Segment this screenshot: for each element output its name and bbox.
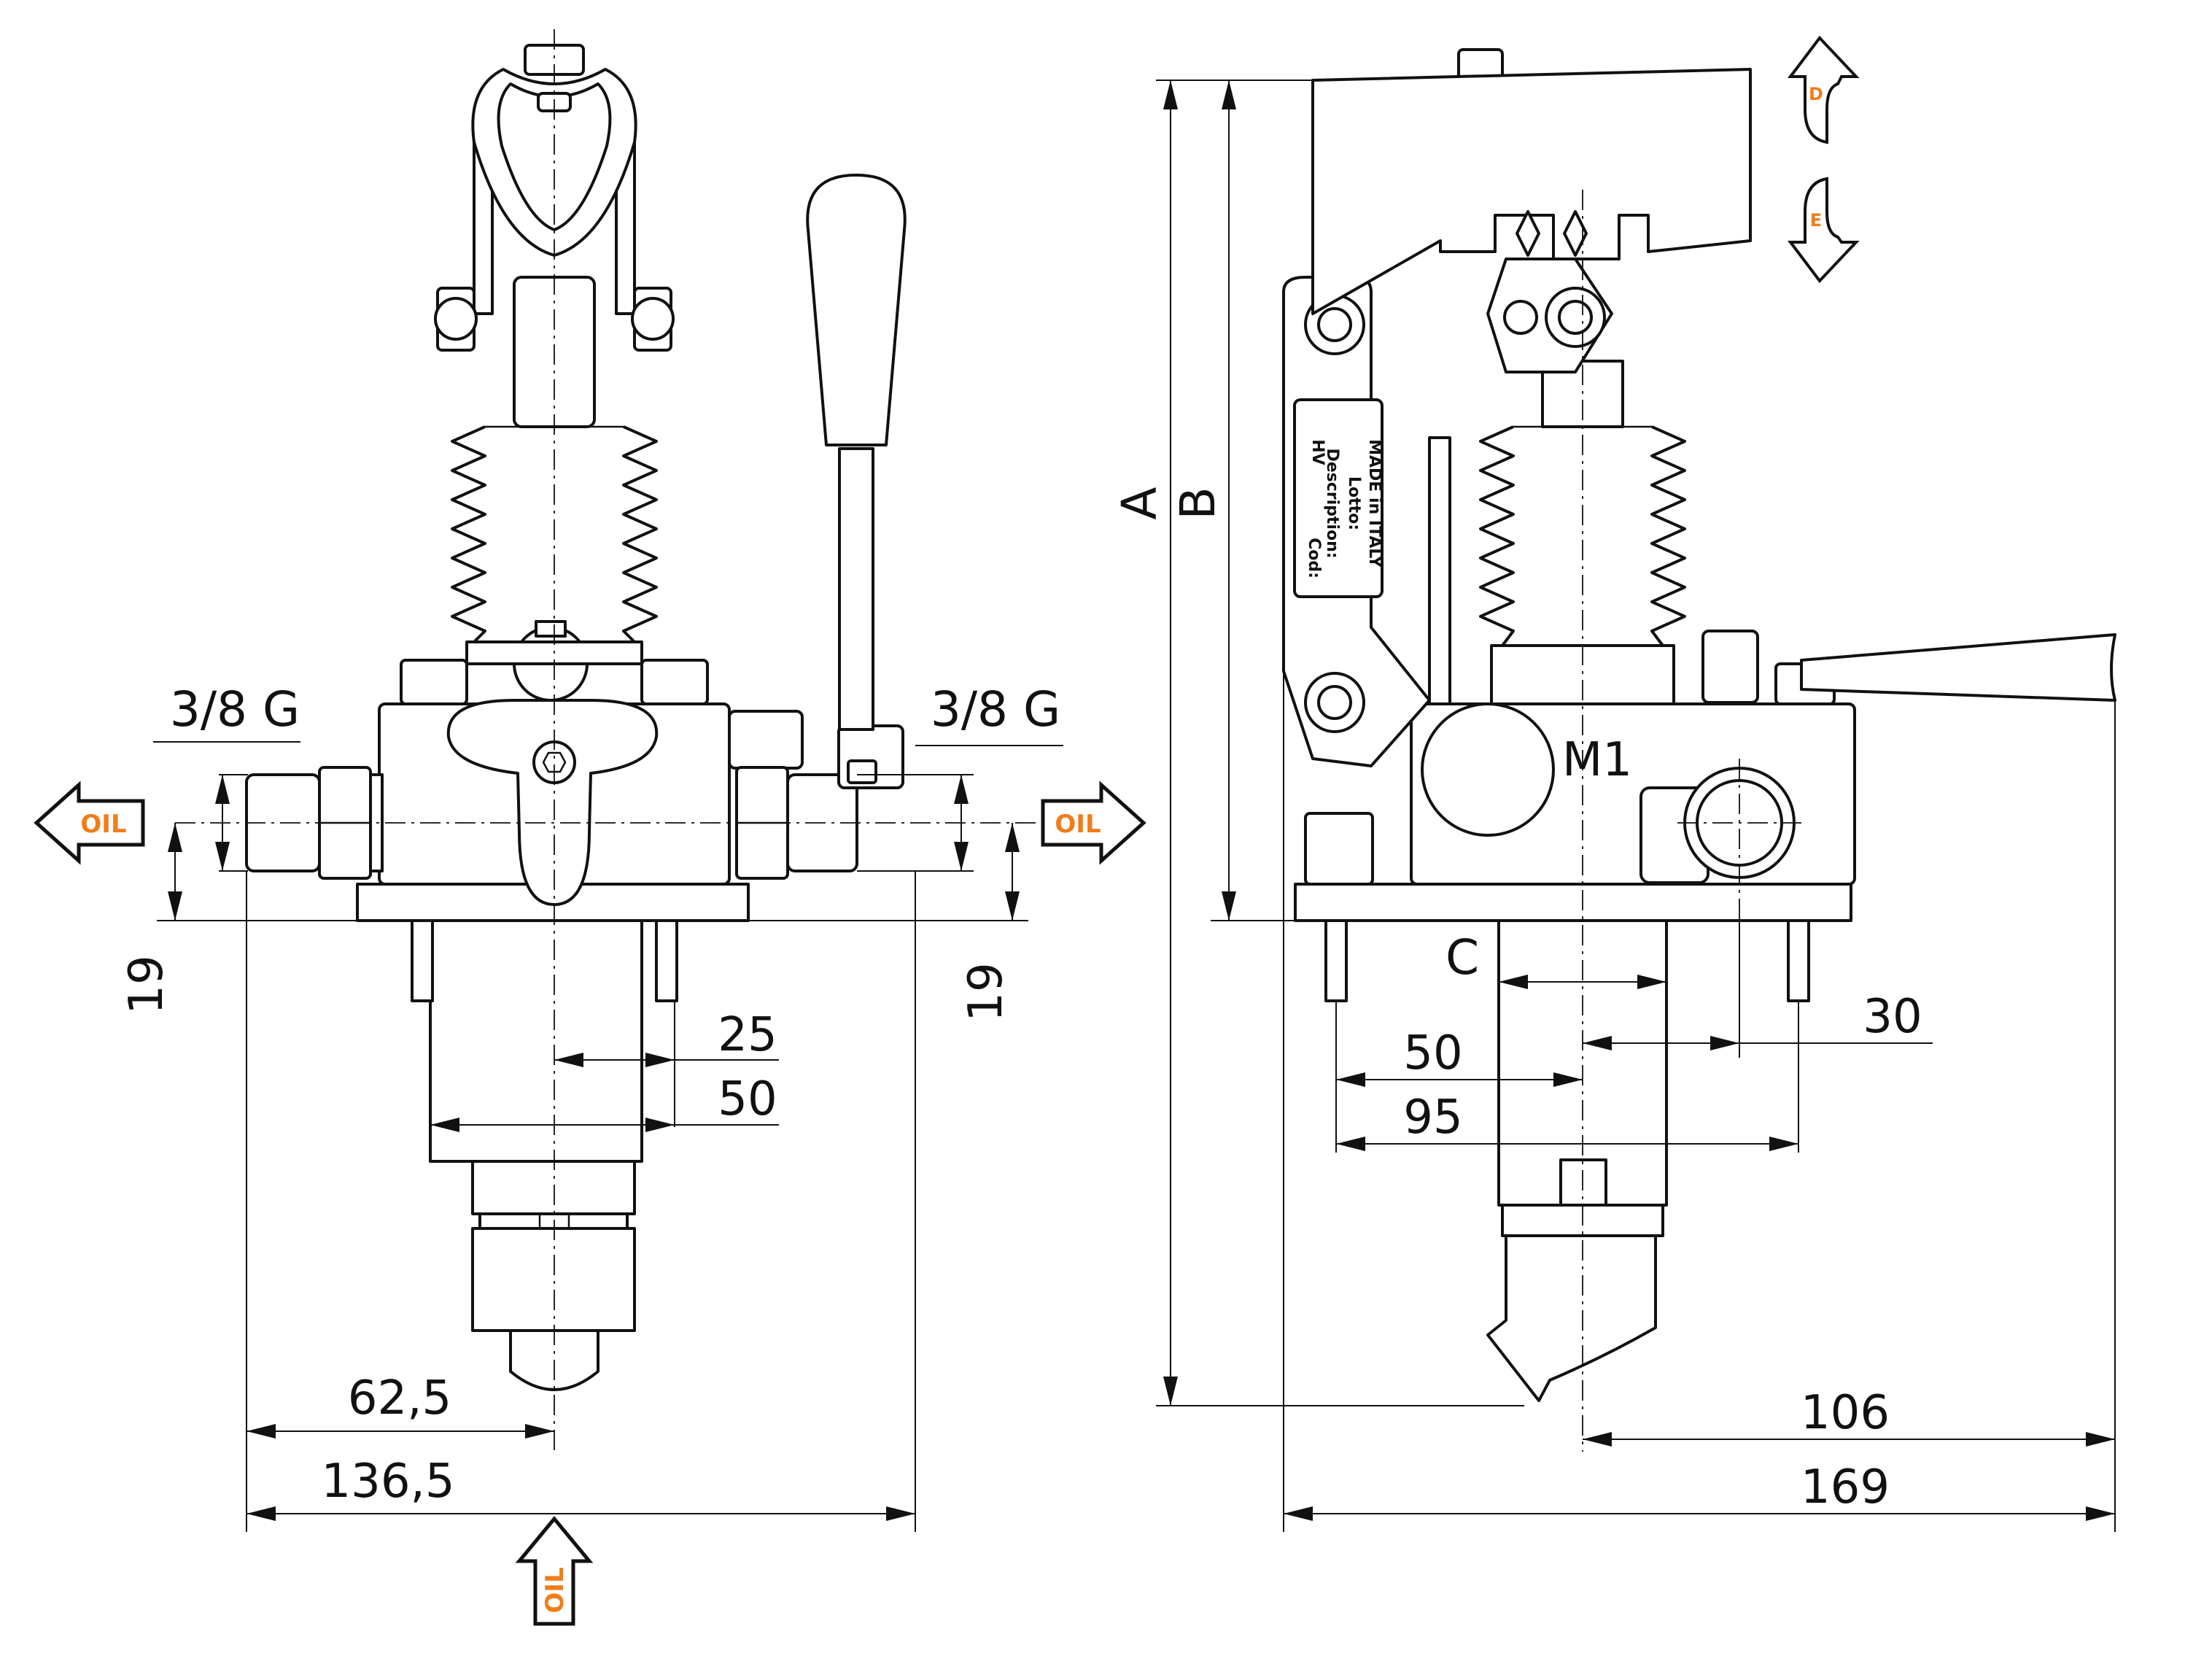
side-dim-169: 169 bbox=[1283, 671, 2115, 1532]
oil-arrow-right: OIL bbox=[1041, 781, 1146, 865]
svg-text:19: 19 bbox=[959, 962, 1013, 1021]
front-left-thread-label: 3/8 G bbox=[153, 681, 300, 872]
svg-text:95: 95 bbox=[1403, 1091, 1462, 1145]
svg-text:50: 50 bbox=[718, 1072, 777, 1126]
svg-text:MADE in ITALY: MADE in ITALY bbox=[1365, 439, 1384, 568]
side-lower-stem bbox=[1486, 919, 1668, 1402]
svg-text:136,5: 136,5 bbox=[321, 1455, 454, 1509]
svg-text:19: 19 bbox=[120, 955, 174, 1014]
svg-text:E: E bbox=[1810, 210, 1822, 231]
side-view: M1 bbox=[1111, 35, 2116, 1532]
svg-text:M1: M1 bbox=[1562, 733, 1632, 787]
front-handle-nuts bbox=[434, 287, 675, 352]
side-dim-C: C bbox=[1445, 929, 1666, 989]
svg-text:Cod:: Cod: bbox=[1305, 538, 1323, 578]
front-view: OIL OIL OIL 3/8 G 3/8 G bbox=[34, 29, 1146, 1626]
front-right-port-fitting bbox=[728, 710, 858, 880]
rotation-arrow-d: D bbox=[1787, 35, 1860, 144]
front-right-thread-label: 3/8 G bbox=[857, 681, 1063, 872]
svg-text:D: D bbox=[1809, 84, 1823, 104]
side-dim-30: 30 bbox=[1583, 921, 1933, 1058]
side-name-plate: Description: Lotto: MADE in ITALY Cod: H… bbox=[1305, 439, 1384, 578]
side-dim-B: B bbox=[1170, 80, 1295, 921]
svg-text:Lotto:: Lotto: bbox=[1345, 476, 1363, 530]
svg-text:30: 30 bbox=[1863, 990, 1922, 1044]
side-base-plate bbox=[1294, 883, 1852, 922]
svg-text:A: A bbox=[1111, 487, 1168, 519]
svg-text:HV: HV bbox=[1308, 439, 1327, 465]
svg-text:OIL: OIL bbox=[1055, 810, 1101, 839]
front-dim-19-right: 19 bbox=[748, 823, 1028, 1022]
front-dim-50: 50 bbox=[430, 1001, 779, 1142]
svg-text:62,5: 62,5 bbox=[348, 1371, 452, 1425]
side-frame bbox=[1282, 233, 1431, 767]
side-dim-A: A bbox=[1111, 80, 1524, 1406]
front-lever bbox=[806, 174, 907, 731]
svg-text:106: 106 bbox=[1801, 1386, 1890, 1440]
side-dim-50: 50 bbox=[1335, 1001, 1583, 1153]
side-lever bbox=[1701, 630, 2116, 705]
front-dim-62-5: 62,5 bbox=[246, 871, 554, 1532]
svg-text:25: 25 bbox=[718, 1008, 777, 1062]
svg-text:3/8 G: 3/8 G bbox=[931, 681, 1060, 738]
front-dim-25: 25 bbox=[554, 1001, 779, 1127]
svg-text:50: 50 bbox=[1403, 1026, 1462, 1080]
front-lower-stem bbox=[429, 919, 643, 1391]
side-top-handle bbox=[1311, 48, 1752, 373]
oil-arrow-left: OIL bbox=[34, 781, 145, 865]
oil-arrow-bottom: OIL bbox=[515, 1516, 594, 1626]
side-dim-95: 95 bbox=[1336, 1001, 1799, 1153]
svg-text:169: 169 bbox=[1801, 1460, 1890, 1514]
rotation-arrow-e: E bbox=[1787, 177, 1860, 284]
svg-text:3/8 G: 3/8 G bbox=[170, 681, 300, 738]
front-dim-136-5: 136,5 bbox=[247, 871, 916, 1532]
svg-text:C: C bbox=[1445, 929, 1479, 986]
svg-text:B: B bbox=[1170, 487, 1226, 519]
svg-text:OIL: OIL bbox=[540, 1567, 570, 1613]
front-dim-19-left: 19 bbox=[120, 823, 357, 1015]
svg-text:Description:: Description: bbox=[1323, 448, 1341, 558]
side-dim-106: 106 bbox=[1583, 700, 2116, 1532]
svg-text:OIL: OIL bbox=[80, 810, 126, 839]
